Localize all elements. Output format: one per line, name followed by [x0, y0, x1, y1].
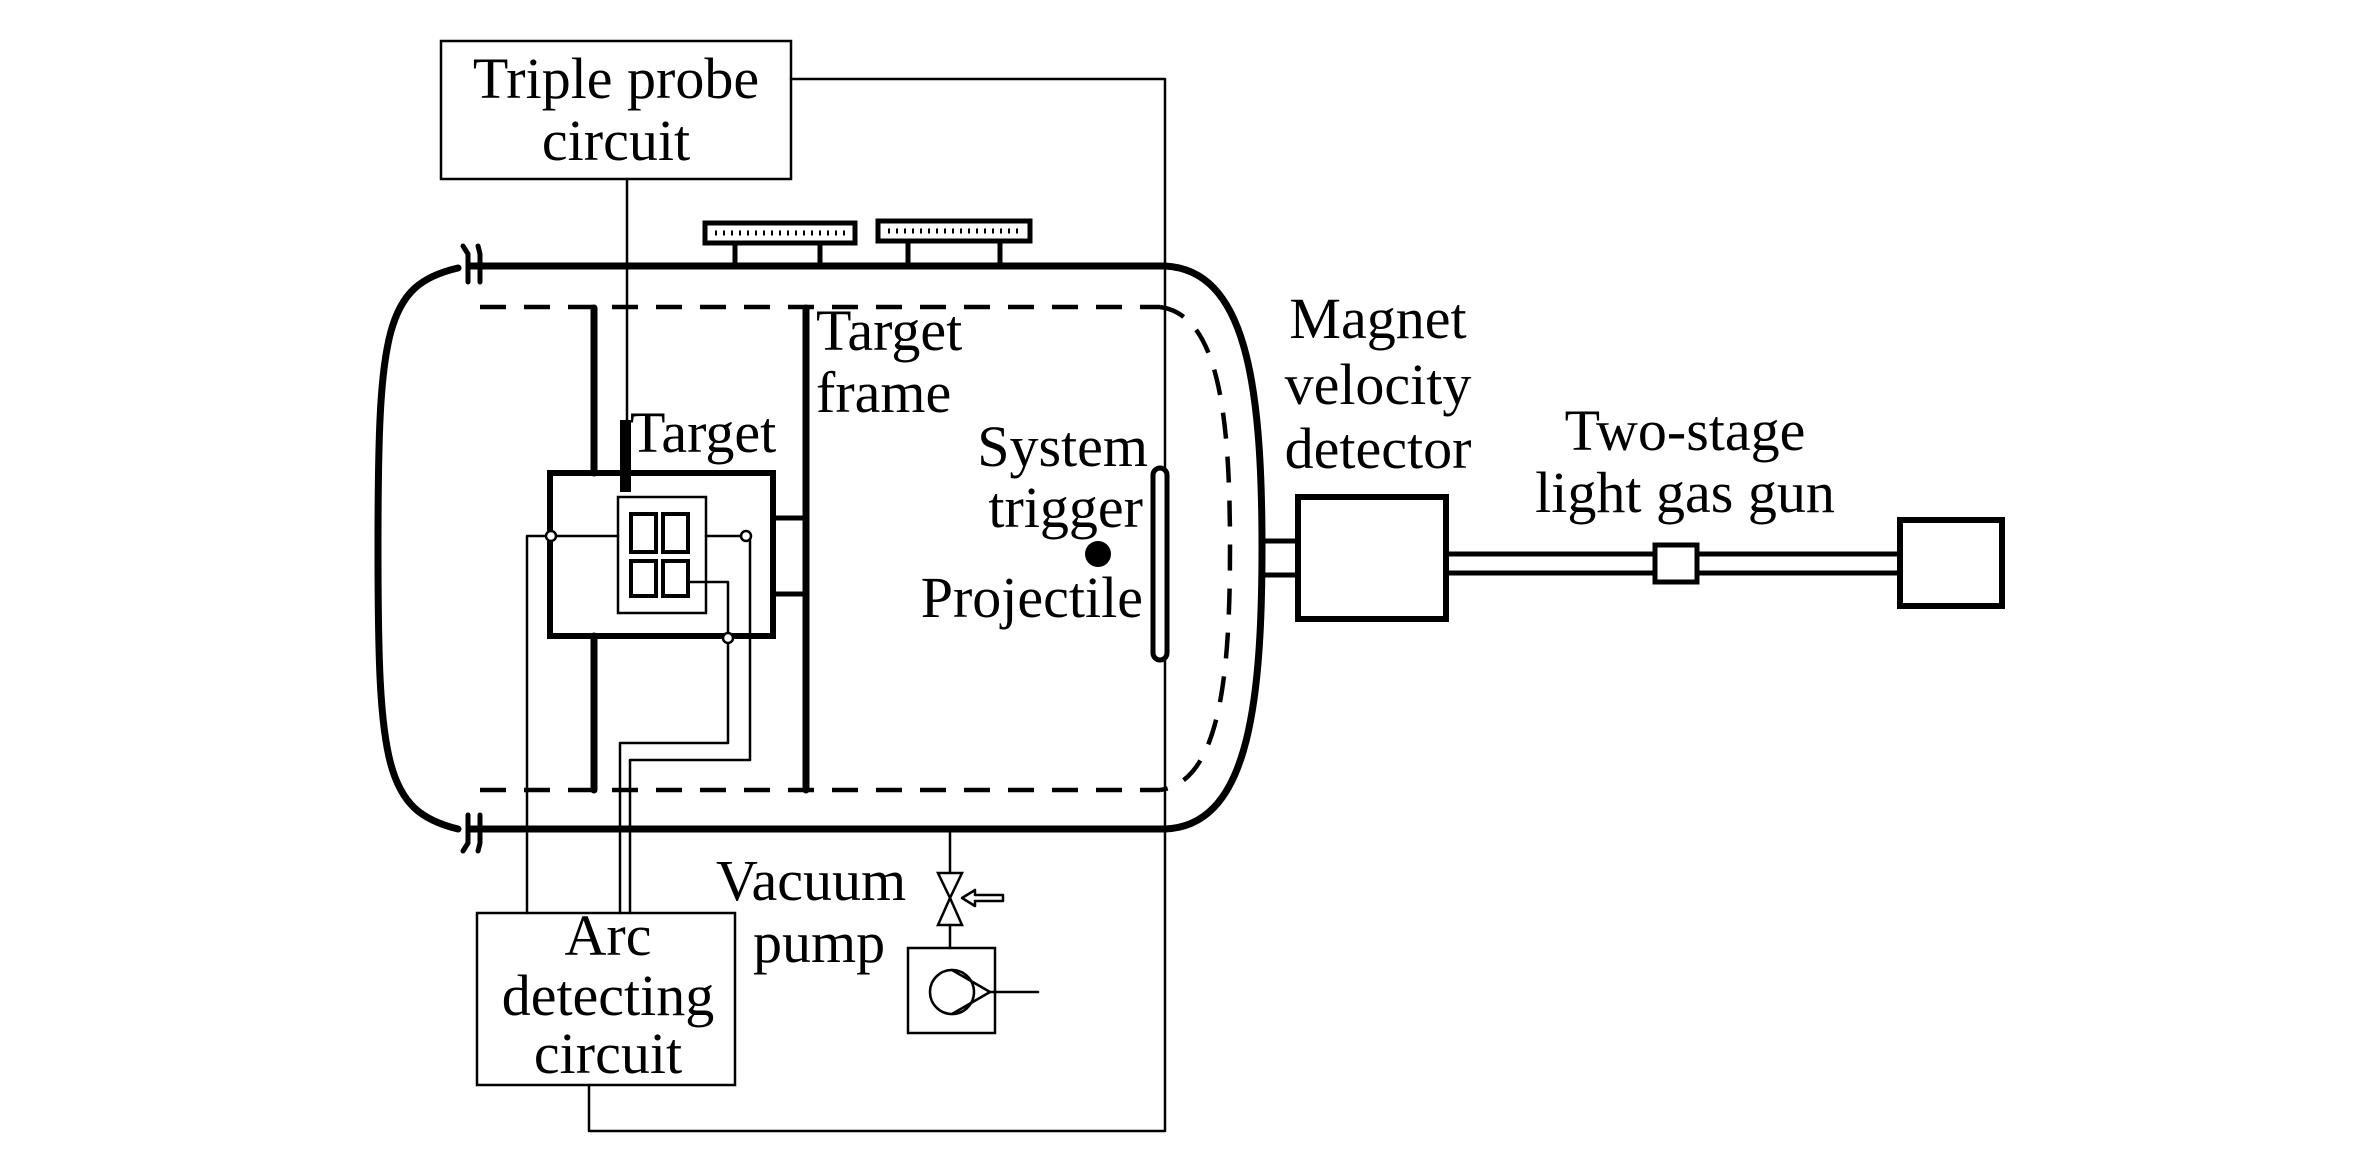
arc-detecting-label-line1: Arc: [565, 903, 652, 968]
target-assembly: [547, 420, 776, 639]
triple-probe-circuit-box: Triple probe circuit: [439, 39, 793, 181]
arc-detecting-label-line3: circuit: [534, 1021, 682, 1086]
vacuum-pump: [906, 827, 1040, 1035]
system-trigger-label-line2: trigger: [988, 475, 1143, 540]
signal-wires: [525, 77, 1167, 1133]
triple-probe-label-line1: Triple probe: [473, 46, 759, 111]
arc-detecting-label-line2: detecting: [502, 963, 715, 1028]
viewport-windows: [702, 218, 1033, 269]
target-label: Target: [630, 400, 776, 465]
magnet-velocity-label-line2: velocity: [1285, 352, 1472, 417]
magnet-velocity-label-line3: detector: [1285, 416, 1472, 481]
triple-probe-label-line2: circuit: [542, 108, 690, 173]
magnet-velocity-label-line1: Magnet: [1289, 286, 1466, 351]
gas-gun-label-line1: Two-stage: [1565, 398, 1806, 463]
projectile-icon: [1085, 541, 1111, 567]
target-frame-label-line2: frame: [816, 360, 951, 425]
gas-gun-label-line2: light gas gun: [1535, 460, 1835, 525]
target-frame-label-line1: Target: [816, 298, 962, 363]
vacuum-pump-label-line1: Vacuum: [716, 848, 906, 913]
vacuum-pump-label-line2: pump: [753, 910, 885, 975]
wire-junctions: [544, 529, 753, 645]
triple-probe-stem: [620, 420, 631, 492]
launch-window: [1150, 465, 1170, 663]
arc-detecting-circuit-box: Arc detecting circuit: [475, 903, 737, 1087]
projectile-label: Projectile: [921, 565, 1143, 630]
gas-gun-assembly: [1259, 494, 2005, 622]
system-trigger-label-line1: System: [977, 414, 1148, 479]
